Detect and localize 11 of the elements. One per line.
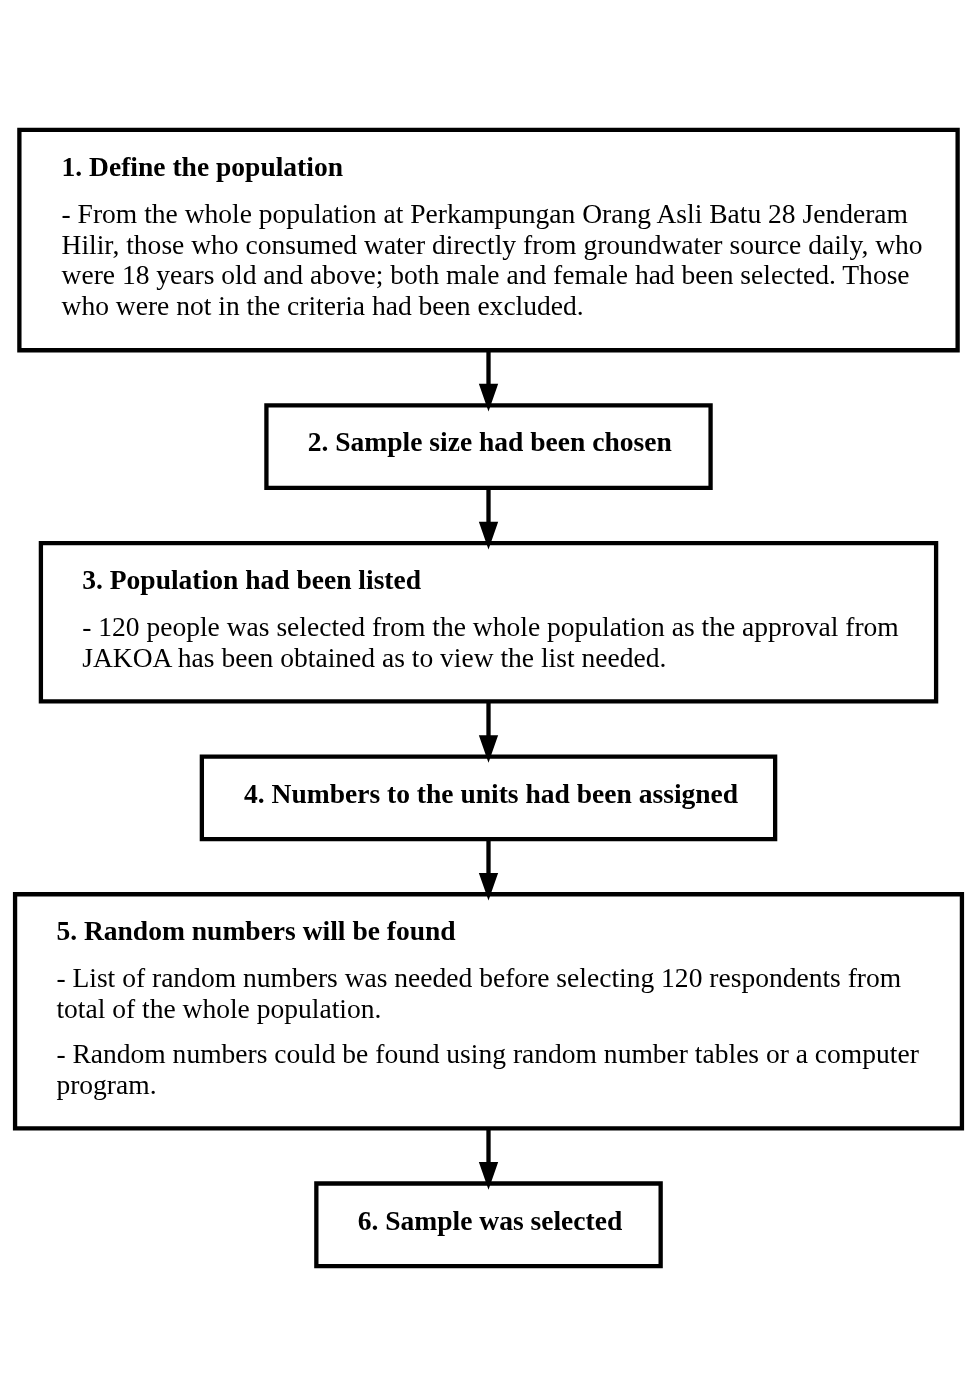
node-box: 5. Random numbers will be found - List of random numbers was needed before selecting 120 respondents from total of the whole population. - Random numbers could be found using random number tables or a computer program. (12, 892, 965, 1131)
arrow (478, 1128, 499, 1190)
node-box: 6. Sample was selected (314, 1181, 663, 1269)
arrow (478, 488, 499, 550)
node-box: 3. Population had been listed - 120 people was selected from the whole population as the approval from JAKOA has been obtained as to view the list needed. (38, 540, 939, 704)
node-box: 4. Numbers to the units had been assigned (199, 754, 778, 842)
node-box: 1. Define the population - From the whole population at Perkampungan Orang Asli Batu 28 Jenderam Hilir, those who consumed water directly from groundwater source daily, who were 18 years old and above; both male and female had been selected. Those who were not in the criteria had been excluded. (17, 127, 960, 353)
arrow (478, 350, 499, 412)
arrow (478, 701, 499, 763)
node-box: 2. Sample size had been chosen (264, 403, 713, 491)
arrow (478, 839, 499, 901)
